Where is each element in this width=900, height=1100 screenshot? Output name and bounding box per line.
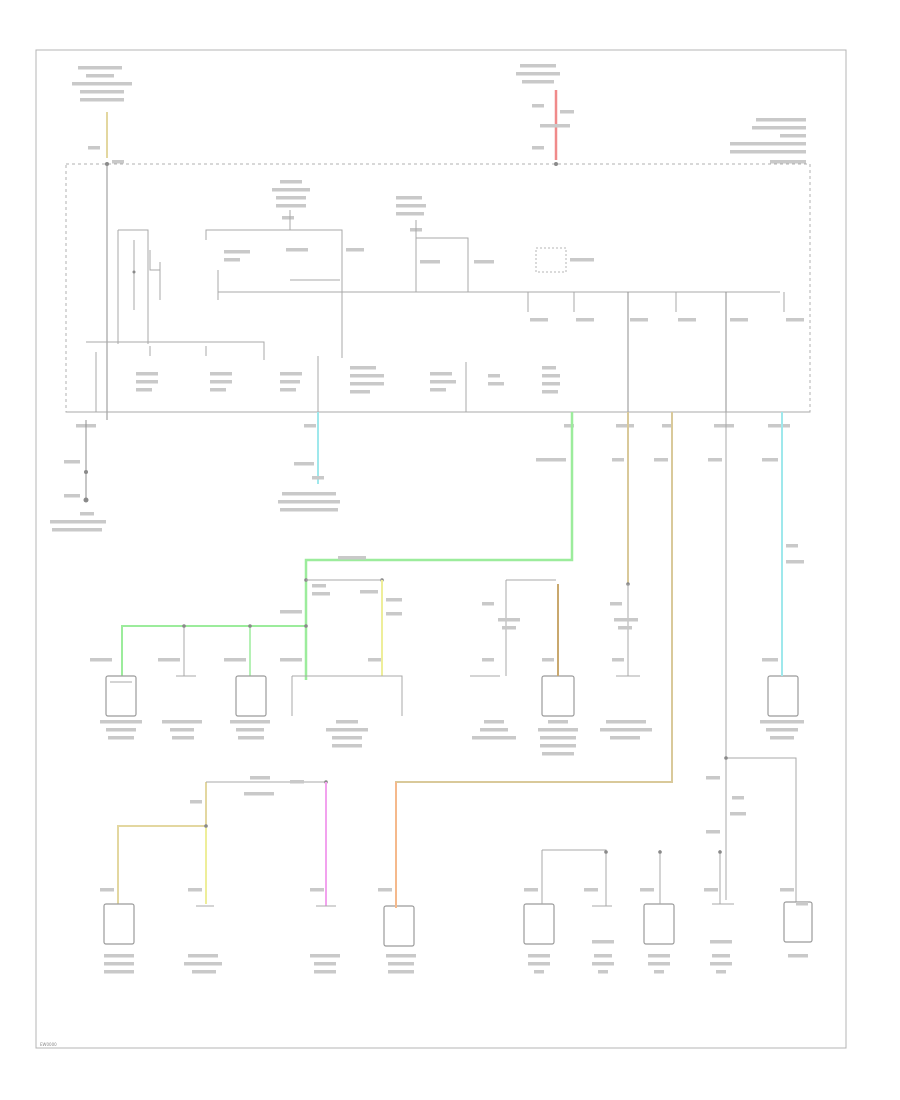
sensor-component [767, 675, 799, 717]
tcc-feed-wires [524, 849, 808, 906]
relay-cluster-upper-left [117, 180, 780, 358]
wire-khaki-bottom [117, 782, 207, 904]
figure-id: EW0000 [40, 1042, 57, 1047]
wire-label [386, 612, 402, 616]
wire-khaki-long [395, 412, 673, 908]
tcc-component [643, 903, 675, 945]
transmission-module-callout [278, 462, 340, 512]
top-right-callout [730, 118, 806, 164]
ground-left [50, 420, 106, 532]
connector-labels-under-block [76, 424, 790, 428]
wire-label [280, 610, 302, 614]
right-wire-labels [706, 458, 746, 834]
dtc-branch-labels [482, 602, 554, 662]
top-left-wire-label [88, 146, 100, 150]
component-row-1-labels [100, 720, 804, 756]
wire-right-gray-branch [726, 757, 797, 902]
wire-label [386, 598, 402, 602]
bottom-left-labels [100, 776, 392, 892]
splice-node [182, 624, 186, 628]
wire-label [654, 458, 668, 462]
wire-label [312, 592, 330, 596]
component-row-2 [103, 901, 813, 947]
splice-node [554, 162, 558, 166]
component-row-2-labels [104, 940, 808, 974]
splice-node [248, 624, 252, 628]
switch-component [103, 903, 135, 945]
branch-connector-labels [90, 658, 382, 662]
wire-label [360, 590, 378, 594]
wire-label [536, 458, 566, 462]
tan-wire-labels [610, 458, 638, 662]
switch-component [383, 905, 415, 947]
component-row-1 [105, 675, 799, 717]
wire-green-branch [121, 625, 306, 676]
actuator-component [541, 675, 575, 717]
wire-label [338, 556, 366, 560]
top-center-wire-labels [532, 104, 574, 150]
splice-node [204, 824, 208, 828]
top-left-source-callout [72, 66, 132, 102]
relay-component [783, 901, 813, 943]
solenoid-component [291, 675, 403, 716]
fuse-group-center [396, 196, 594, 292]
top-center-source-callout [516, 64, 560, 84]
wire-green-main [304, 412, 574, 680]
splice-node [304, 624, 308, 628]
connector-label [112, 160, 124, 164]
cyan-right-labels [762, 458, 804, 662]
splice-node [724, 756, 728, 760]
sensor-component [105, 675, 137, 717]
sensor-component [235, 675, 267, 717]
wire-label [312, 584, 326, 588]
diagram-frame [35, 49, 847, 1049]
fuse-drops-right [527, 292, 804, 412]
relay-row-lower [86, 341, 560, 412]
tcc-component [523, 903, 555, 945]
